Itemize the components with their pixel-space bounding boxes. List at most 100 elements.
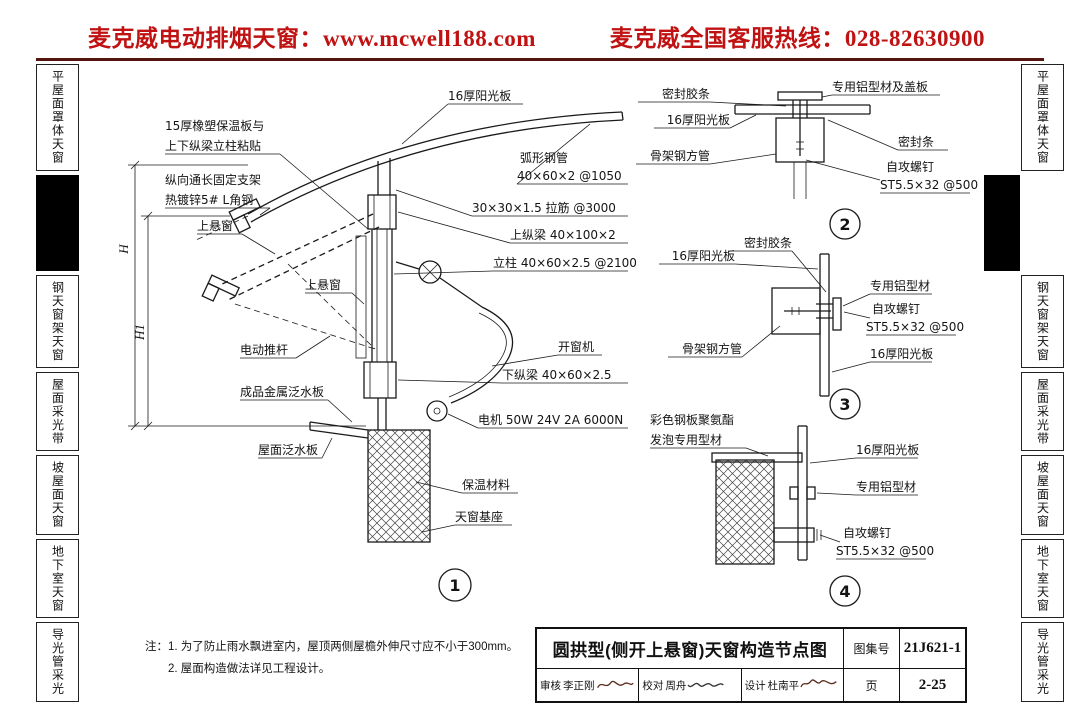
page-label: 页 [843,668,899,701]
top-hung-window-label-upper: 上悬窗 [197,219,276,255]
sidebar-active-block [36,174,79,271]
skylight-base-label: 天窗基座 [421,509,512,533]
svg-text:专用铝型材及盖板: 专用铝型材及盖板 [832,79,928,94]
electric-actuator-label: 电动推杆 [240,335,331,359]
sidebar-item-flat-roof-cover-skylight[interactable]: 平屋面罩体天窗 [1021,64,1064,171]
detail-1-labels: 15厚橡塑保温板与 上下纵梁立柱粘贴 纵向通长固定支架 热镀锌5# L角钢 上悬… [165,89,637,602]
svg-text:ST5.5×32 @500: ST5.5×32 @500 [866,320,964,334]
motor-symbol [426,400,448,422]
designer-name: 杜南平 [767,679,800,692]
svg-text:16厚阳光板: 16厚阳光板 [672,249,735,263]
svg-text:自攻螺钉: 自攻螺钉 [872,302,920,316]
detail-2-drawing [734,91,871,199]
curved-steel-tube-label: 弧形钢管 40×60×2 @1050 [516,123,628,185]
proof-label: 校对 [642,679,664,692]
svg-text:3: 3 [839,395,850,414]
design-signature-cell: 设计 杜南平 [740,669,843,701]
title-block: 圆拱型(侧开上悬窗)天窗构造节点图 图集号 21J621-1 审核 李正刚 校对… [535,627,967,703]
top-beam-label: 上纵梁 40×100×2 [397,211,628,244]
svg-text:16厚阳光板: 16厚阳光板 [870,347,933,361]
polycarbonate-sheet-label: 16厚阳光板 [654,113,757,129]
svg-text:下纵梁 40×60×2.5: 下纵梁 40×60×2.5 [502,367,612,382]
colored-steel-pu-profile-label: 彩色钢板聚氨酯 发泡专用型材 [650,413,769,457]
svg-text:上纵梁 40×100×2: 上纵梁 40×100×2 [510,227,616,242]
sidebar-item-light-pipe[interactable]: 导光管采光 [1021,622,1064,702]
svg-text:电机 50W 24V 2A 6000N: 电机 50W 24V 2A 6000N [478,413,623,427]
sidebar-item-pitched-roof-skylight[interactable]: 坡屋面天窗 [1021,455,1064,535]
self-tapping-screw-label: 自攻螺钉 ST5.5×32 @500 [843,302,964,336]
svg-text:ST5.5×32 @500: ST5.5×32 @500 [836,544,934,558]
self-tapping-screw-label: 自攻螺钉 ST5.5×32 @500 [805,159,978,194]
svg-text:专用铝型材: 专用铝型材 [856,479,916,494]
svg-text:电动推杆: 电动推杆 [240,343,288,357]
polycarbonate-sheet-label: 16厚阳光板 [401,89,523,145]
sidebar-item-label: 平屋面罩体天窗 [1035,70,1050,165]
fixing-bracket-label: 纵向通长固定支架 热镀锌5# L角钢 [165,172,271,216]
polycarbonate-sheet-label: 16厚阳光板 [659,249,819,270]
svg-text:30×30×1.5 拉筋 @3000: 30×30×1.5 拉筋 @3000 [472,200,616,215]
svg-text:骨架钢方管: 骨架钢方管 [682,341,742,356]
svg-text:16厚阳光板: 16厚阳光板 [856,443,919,457]
sidebar-item-label: 地下室天窗 [50,544,65,613]
svg-text:发泡专用型材: 发泡专用型材 [650,432,722,447]
svg-text:开窗机: 开窗机 [558,340,594,354]
aluminum-cover-profile-label: 专用铝型材及盖板 [821,79,940,98]
sidebar-item-label: 屋面采光带 [1035,377,1050,446]
eave-bracket [228,198,262,234]
sidebar-item-steel-frame-skylight[interactable]: 钢天窗架天窗 [1021,274,1064,368]
construction-detail-drawing: H H1 15厚橡塑保温板与 上下纵梁立柱粘贴 纵向通长固定支架 热镀锌5# L… [116,79,978,607]
svg-text:专用铝型材: 专用铝型材 [870,278,930,293]
svg-text:屋面泛水板: 屋面泛水板 [258,443,318,457]
header-hotline-text: 麦克威全国客服热线：028-82630900 [609,26,985,51]
motor-label: 电机 50W 24V 2A 6000N [447,413,628,429]
sidebar-item-pitched-roof-skylight[interactable]: 坡屋面天窗 [36,455,79,535]
sidebar-item-light-pipe[interactable]: 导光管采光 [36,622,79,702]
right-sidebar: 平屋面罩体天窗 钢天窗架天窗 屋面采光带 坡屋面天窗 地下室天窗 导光管采光 [984,64,1064,702]
sidebar-item-roof-daylight-band[interactable]: 屋面采光带 [36,371,79,451]
drawing-title: 圆拱型(侧开上悬窗)天窗构造节点图 [552,641,828,660]
proofer-signature-icon [687,682,725,688]
sidebar-item-label: 坡屋面天窗 [1035,461,1050,529]
svg-text:16厚阳光板: 16厚阳光板 [667,113,730,127]
sidebar-item-roof-daylight-band[interactable]: 屋面采光带 [1021,371,1064,451]
svg-text:2: 2 [839,215,850,234]
seal-strip-label: 密封胶条 [728,235,827,293]
sidebar-item-label: 坡屋面天窗 [50,461,65,529]
svg-text:彩色钢板聚氨酯: 彩色钢板聚氨酯 [650,413,734,427]
sidebar-item-label: 钢天窗架天窗 [50,280,65,362]
detail-1-number: 1 [438,568,472,602]
svg-text:ST5.5×32 @500: ST5.5×32 @500 [880,178,978,192]
dimension-h1-label: H1 [132,324,147,341]
sidebar-item-flat-roof-cover-skylight[interactable]: 平屋面罩体天窗 [36,64,79,171]
detail-2-number: 2 [829,208,861,240]
steel-square-tube-label: 骨架钢方管 [668,325,781,358]
detail-3-drawing [771,253,842,397]
design-label: 设计 [744,679,766,692]
sidebar-item-label: 导光管采光 [1035,628,1050,696]
detail-4-drawing [711,425,822,565]
polycarbonate-sheet-label: 16厚阳光板 [831,347,933,373]
polycarbonate-sheet-label: 16厚阳光板 [809,443,919,464]
aluminum-profile-label: 专用铝型材 [816,479,918,496]
seal-strip-label: 密封胶条 [638,86,787,107]
sidebar-item-label: 平屋面罩体天窗 [50,70,65,165]
reviewer-signature-icon [596,680,634,689]
sidebar-item-label: 屋面采光带 [50,377,65,446]
sidebar-item-basement-skylight[interactable]: 地下室天窗 [1021,538,1064,618]
header-website-text: 麦克威电动排烟天窗：www.mcwell188.com [88,26,536,51]
sidebar-item-label: 钢天窗架天窗 [1035,280,1050,362]
sidebar-active-block [984,174,1020,271]
skylight-base [367,429,431,543]
sidebar-item-steel-frame-skylight[interactable]: 钢天窗架天窗 [36,274,79,368]
sidebar-item-basement-skylight[interactable]: 地下室天窗 [36,538,79,618]
detail-2-labels: 密封胶条 专用铝型材及盖板 16厚阳光板 密封条 骨架钢方管 自攻螺钉 S [636,79,978,240]
svg-text:弧形钢管: 弧形钢管 [520,150,568,165]
svg-text:热镀锌5# L角钢: 热镀锌5# L角钢 [165,193,253,207]
svg-text:15厚橡塑保温板与: 15厚橡塑保温板与 [165,118,264,133]
review-label: 审核 [540,679,561,692]
drawing-notes: 注：1. 为了防止雨水飘进室内，屋顶两侧屋檐外伸尺寸应不小于300mm。 2. … [145,636,518,681]
self-tapping-screw-label: 自攻螺钉 ST5.5×32 @500 [819,526,934,560]
window-opener-label: 开窗机 [491,340,602,367]
atlas-number-value: 21J621-1 [899,629,965,668]
